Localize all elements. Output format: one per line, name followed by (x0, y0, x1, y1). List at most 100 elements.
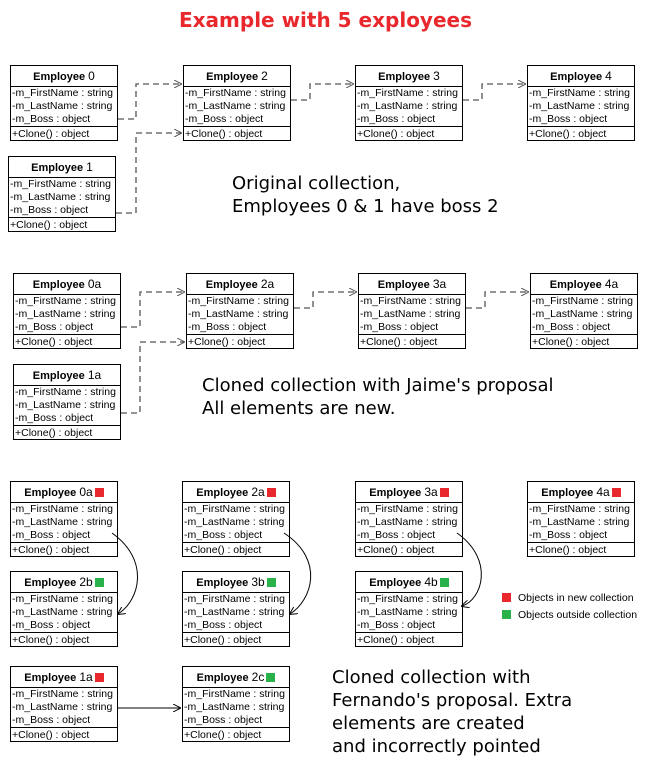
class-name: Employee (31, 162, 84, 174)
class-number: 4a (604, 277, 619, 291)
class-header: Employee 3a (359, 274, 465, 295)
red-square-icon (439, 488, 449, 497)
class-box-employee-4b-outside: Employee 4b-m_FirstName : string-m_LastN… (355, 571, 463, 647)
legend-item-outside-collection: Objects outside collection (502, 607, 637, 624)
class-header: Employee 4b (356, 572, 462, 593)
class-fields: -m_FirstName : string-m_LastName : strin… (528, 87, 634, 127)
class-fields: -m_FirstName : string-m_LastName : strin… (9, 178, 115, 218)
class-methods: +Clone() : object (528, 543, 634, 558)
field-row: -m_LastName : string (357, 100, 458, 112)
class-name: Employee (196, 672, 249, 684)
class-methods: +Clone() : object (11, 728, 117, 743)
field-row: -m_LastName : string (529, 100, 630, 112)
red-square-icon (94, 673, 104, 682)
class-methods: +Clone() : object (11, 633, 117, 648)
class-name: Employee (550, 71, 603, 83)
class-methods: +Clone() : object (183, 633, 289, 648)
class-methods: +Clone() : object (14, 426, 120, 441)
class-header: Employee 2c (183, 667, 289, 688)
class-fields: -m_FirstName : string-m_LastName : strin… (184, 87, 290, 127)
class-box-employee-4a: Employee 4a -m_FirstName : string-m_LastN… (530, 273, 638, 349)
class-box-employee-2: Employee 2-m_FirstName : string-m_LastNa… (183, 65, 291, 141)
class-fields: -m_FirstName : string-m_LastName : strin… (187, 295, 293, 335)
arrow-3a-to-4a (466, 292, 528, 309)
green-square-icon (266, 673, 276, 682)
class-fields: -m_FirstName : string-m_LastName : strin… (531, 295, 637, 335)
class-header: Employee 2 (184, 66, 290, 87)
class-methods: +Clone() : object (183, 543, 289, 558)
class-box-employee-2c-outside: Employee 2c-m_FirstName : string-m_LastN… (182, 666, 290, 742)
method-row: +Clone() : object (184, 544, 262, 556)
field-row: -m_LastName : string (184, 701, 285, 713)
class-name: Employee (24, 672, 77, 684)
arrow-0a-to-2b (111, 532, 138, 614)
method-row: +Clone() : object (357, 544, 435, 556)
method-row: +Clone() : object (185, 128, 263, 140)
class-header: Employee 3 (356, 66, 462, 87)
arrow-3-to-4 (463, 84, 525, 101)
class-name: Employee (541, 487, 594, 499)
class-number: 4b (424, 575, 438, 589)
arrow-2a-to-3b (283, 532, 312, 614)
class-name: Employee (24, 577, 77, 589)
class-number: 2c (251, 670, 265, 684)
class-name: Employee (369, 487, 422, 499)
class-methods: +Clone() : object (14, 335, 120, 350)
field-row: -m_Boss : object (12, 714, 91, 726)
note-line: All elements are new. (202, 398, 396, 419)
class-methods: +Clone() : object (183, 728, 289, 743)
class-box-employee-4a-new: Employee 4a-m_FirstName : string-m_LastN… (527, 481, 635, 557)
class-number: 4a (596, 485, 610, 499)
note-line: Employees 0 & 1 have boss 2 (232, 196, 499, 217)
method-row: +Clone() : object (15, 336, 93, 348)
field-row: -m_Boss : object (184, 714, 263, 726)
note-original-collection: Original collection, Employees 0 & 1 hav… (232, 172, 499, 218)
class-name: Employee (378, 71, 431, 83)
field-row: -m_FirstName : string (357, 87, 458, 99)
field-row: -m_FirstName : string (12, 593, 113, 605)
field-row: -m_Boss : object (184, 529, 263, 541)
class-box-employee-1: Employee 1 -m_FirstName : string-m_LastNa… (8, 156, 116, 232)
class-name: Employee (377, 279, 430, 291)
arrow-2-to-3 (291, 84, 353, 101)
class-number: 1 (86, 160, 93, 174)
class-methods: +Clone() : object (187, 335, 293, 350)
class-box-employee-4: Employee 4-m_FirstName : string-m_LastNa… (527, 65, 635, 141)
field-row: -m_LastName : string (185, 100, 286, 112)
green-square-icon (94, 578, 104, 587)
legend: Objects in new collection Objects outsid… (502, 590, 637, 624)
note-jaime-proposal: Cloned collection with Jaime's proposal … (202, 374, 554, 420)
class-box-employee-1a-new: Employee 1a-m_FirstName : string-m_LastN… (10, 666, 118, 742)
field-row: -m_FirstName : string (15, 386, 116, 398)
class-header: Employee 2a (187, 274, 293, 295)
class-methods: +Clone() : object (356, 633, 462, 648)
class-number: 2b (79, 575, 93, 589)
red-square-icon (502, 593, 511, 602)
field-row: -m_FirstName : string (529, 87, 630, 99)
method-row: +Clone() : object (529, 544, 607, 556)
class-box-employee-0: Employee 0-m_FirstName : string-m_LastNa… (10, 65, 118, 141)
field-row: -m_LastName : string (15, 308, 116, 320)
field-row: -m_Boss : object (529, 113, 608, 125)
note-fernando-proposal: Cloned collection with Fernando's propos… (332, 666, 572, 758)
field-row: -m_Boss : object (15, 412, 94, 424)
class-header: Employee 1a (14, 365, 120, 386)
class-header: Employee 3b (183, 572, 289, 593)
field-row: -m_Boss : object (184, 619, 263, 631)
legend-label: Objects in new collection (518, 592, 634, 604)
class-fields: -m_FirstName : string-m_LastName : strin… (183, 688, 289, 728)
class-box-employee-1a: Employee 1a-m_FirstName : string-m_LastN… (13, 364, 121, 440)
class-fields: -m_FirstName : string-m_LastName : strin… (356, 593, 462, 633)
green-square-icon (439, 578, 449, 587)
field-row: -m_Boss : object (185, 113, 264, 125)
field-row: -m_LastName : string (15, 399, 116, 411)
note-line: Cloned collection with Jaime's proposal (202, 375, 554, 396)
method-row: +Clone() : object (184, 729, 262, 741)
class-number: 3a (424, 485, 438, 499)
class-name: Employee (549, 279, 602, 291)
class-header: Employee 4a (528, 482, 634, 503)
class-name: Employee (32, 279, 85, 291)
field-row: -m_Boss : object (357, 113, 436, 125)
arrow-0-to-2 (118, 84, 181, 120)
